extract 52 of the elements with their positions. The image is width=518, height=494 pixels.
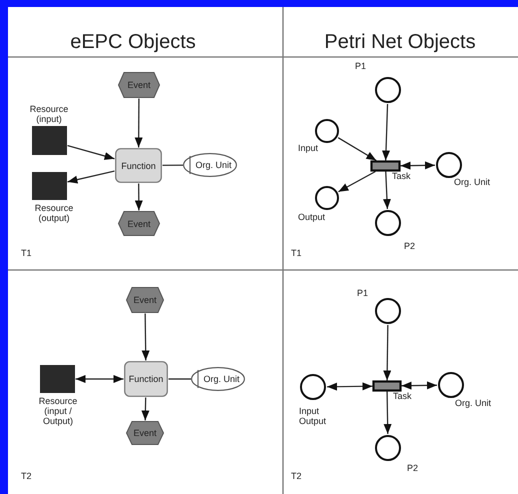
arrow [142,314,150,360]
node-label: Org. Unit [202,373,240,386]
arrow [134,98,143,148]
panel-label: T2 [21,471,32,481]
node-label: Event [126,79,152,92]
node-label: Resource (input) [28,104,70,124]
node-label: Org. Unit [194,159,232,172]
arrow [338,137,377,162]
node-label: Input Output [299,406,328,426]
arrow [401,381,437,390]
node-label: P2 [404,241,416,251]
event-hexagon [118,211,160,236]
panel-label: T1 [21,248,32,258]
node-label: Event [132,294,158,307]
node-label: Function [120,160,157,172]
arrow [382,104,390,161]
arrow [141,397,150,421]
function-box [115,148,162,183]
arrow [76,375,124,383]
panel-label: T2 [291,471,302,481]
arrow [338,170,376,192]
column-heading: eEPC Objects [70,31,196,54]
column-heading: Petri Net Objects [324,31,476,54]
node-label: Org. Unit [454,177,490,187]
org-unit-ellipse [183,153,237,177]
node-label: Resource (output) [34,203,74,223]
node-label: Org. Unit [455,398,492,408]
arrow [327,382,372,391]
node-label: P2 [407,463,418,473]
node-label: Task [392,171,411,181]
arrow [67,144,115,160]
node-label: Output [298,212,326,222]
node-label: Function [128,373,164,386]
arrow [400,161,436,170]
node-label: Event [132,427,158,440]
panel-label: T1 [291,248,302,258]
node-label: P1 [355,61,366,71]
event-hexagon [126,287,164,313]
org-unit-ellipse [191,367,245,391]
arrow [384,391,392,434]
node-label: Event [126,218,152,230]
node-label: P1 [357,288,368,298]
event-hexagon [118,72,160,98]
arrow [383,325,392,380]
node-label: Input [298,143,318,153]
function-box [124,361,168,397]
arrow [134,184,143,210]
arrow [382,171,391,210]
node-label: Task [393,391,412,401]
node-label: Resource (input / Output) [38,396,78,426]
arrow [67,170,115,184]
event-hexagon [126,421,164,445]
